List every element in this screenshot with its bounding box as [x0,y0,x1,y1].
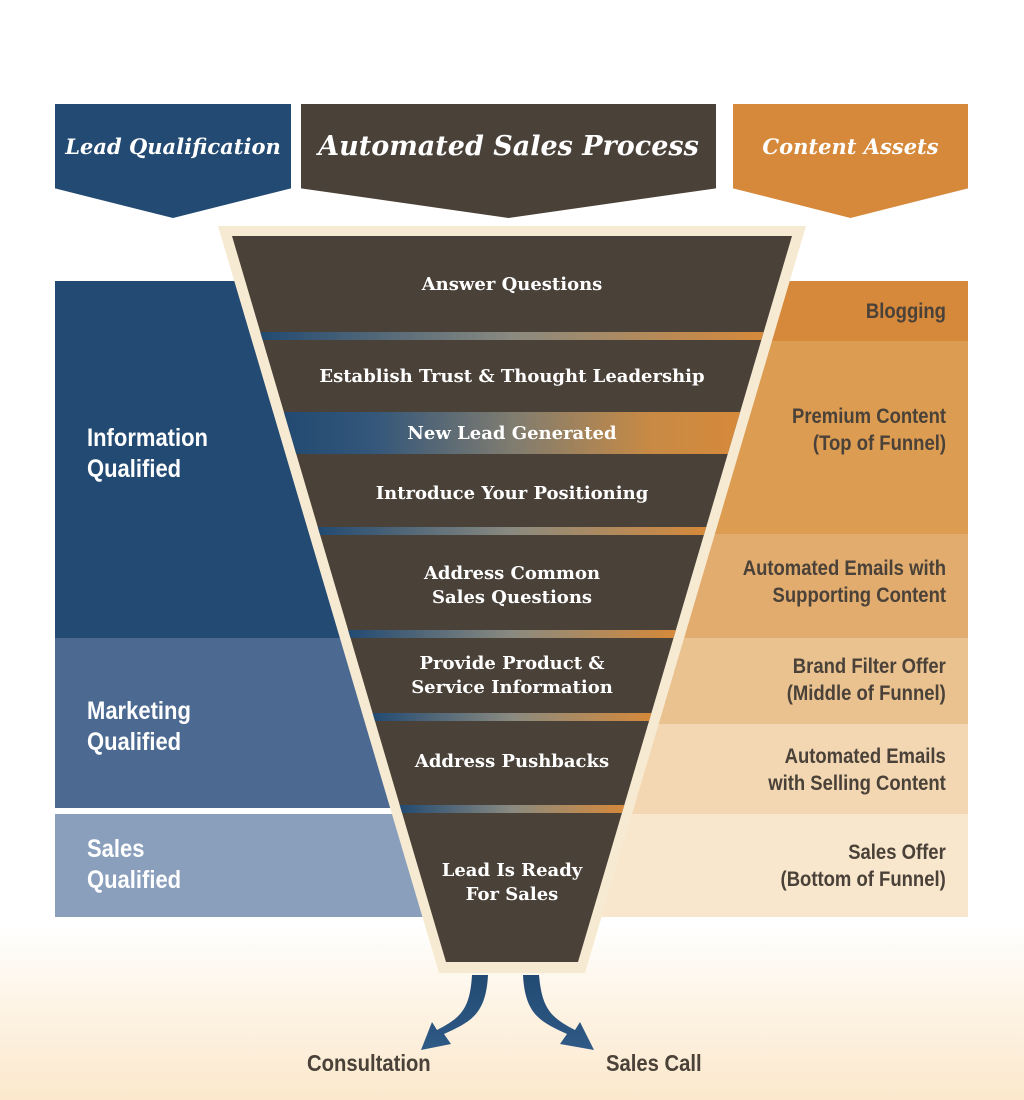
stage-establish-trust: Establish Trust & Thought Leadership [319,366,705,387]
sales-call-label: Sales Call [606,1050,702,1076]
automated-sales-process-title: Automated Sales Process [318,130,699,162]
sales-call-arrow-icon [523,975,594,1050]
stage-answer-questions: Answer Questions [421,274,603,295]
sales-qualified-label: Sales Qualified [87,835,182,894]
consultation-arrow-icon [421,975,488,1050]
stage-introduce-positioning: Introduce Your Positioning [375,483,649,504]
stage-product-service-info: Provide Product & Service Information [411,653,613,698]
stage-new-lead-generated: New Lead Generated [407,423,617,444]
content-label-sales-offer: Sales Offer (Bottom of Funnel) [780,841,946,891]
content-label-brand-filter: Brand Filter Offer (Middle of Funnel) [786,655,946,705]
separator-5 [399,805,625,813]
content-label-premium: Premium Content (Top of Funnel) [791,405,946,455]
marketing-qualified-label: Marketing Qualified [87,697,191,756]
separator-1 [260,332,764,340]
new-lead-band [283,412,741,454]
information-qualified-label: Information Qualified [87,424,208,483]
content-assets-title: Content Assets [762,133,939,159]
stage-address-pushbacks: Address Pushbacks [414,751,610,772]
content-label-supporting-emails: Automated Emails with Supporting Content [742,557,946,607]
content-label-selling-emails: Automated Emails with Selling Content [768,745,946,795]
lead-qualification-title: Lead Qualification [65,133,281,159]
content-band-sales-offer: Sales Offer (Bottom of Funnel) [560,814,968,917]
separator-2 [317,527,707,535]
separator-3 [348,630,676,638]
consultation-label: Consultation [307,1050,431,1076]
stage-lead-ready: Lead Is Ready For Sales [441,860,583,905]
stage-common-sales-questions: Address Common Sales Questions [423,563,601,608]
separator-4 [372,713,652,721]
content-label-blogging: Blogging [865,300,946,323]
